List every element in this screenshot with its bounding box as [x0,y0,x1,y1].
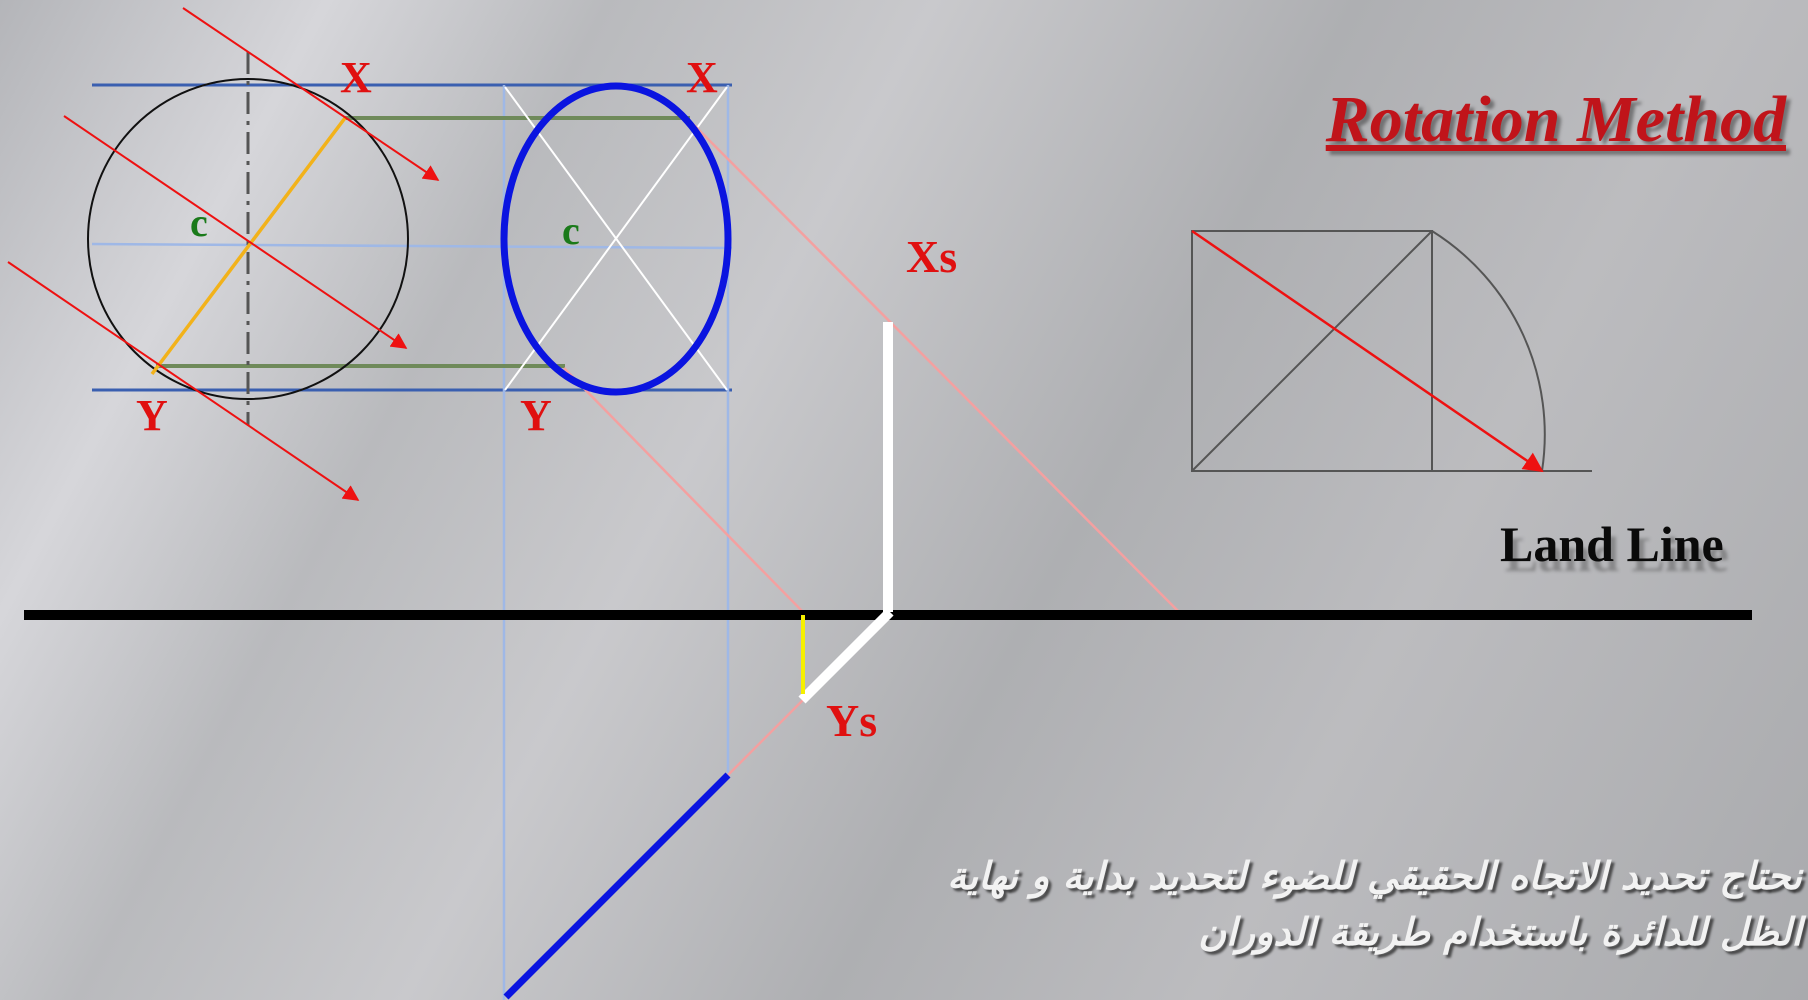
center-horizontal-line [91,242,733,250]
diameter-line [150,116,347,376]
shadow-ray-x [692,123,1183,616]
description-text: نحتاج تحديد الاتجاه الحقيقي للضوء لتحديد… [802,848,1802,960]
description-line-1: نحتاج تحديد الاتجاه الحقيقي للضوء لتحديد… [947,854,1802,898]
label-xs: Xs [906,231,957,282]
label-c-elev: c [562,208,580,253]
label-y-plan: Y [136,391,168,440]
lower-blue-line [503,772,731,1000]
rotation-arc [1431,230,1546,472]
elevation-ellipse [500,82,732,396]
label-ys: Ys [826,695,877,746]
shadow-diagonal-white [798,608,894,704]
light-ray-2 [63,115,408,349]
slide-title: Rotation Method [1325,83,1786,156]
label-x-elev: X [686,53,718,102]
light-ray-1 [182,7,440,181]
true-light-direction [1191,229,1544,473]
plan-circle [87,78,409,400]
description-line-2: الظل للدائرة باستخدام طريقة الدوران [1198,910,1802,954]
light-ray-3 [7,261,360,501]
land-line-label: Land Line [1500,516,1724,572]
label-x-plan: X [340,53,372,102]
rotation-square [1191,230,1433,472]
shadow-ray-y [563,367,804,613]
rotation-square-diagonal [1191,230,1433,472]
shadow-ray-lower [727,699,804,776]
label-y-elev: Y [520,391,552,440]
elevation-diagonal-2 [504,86,728,391]
label-c-plan: c [190,200,208,245]
